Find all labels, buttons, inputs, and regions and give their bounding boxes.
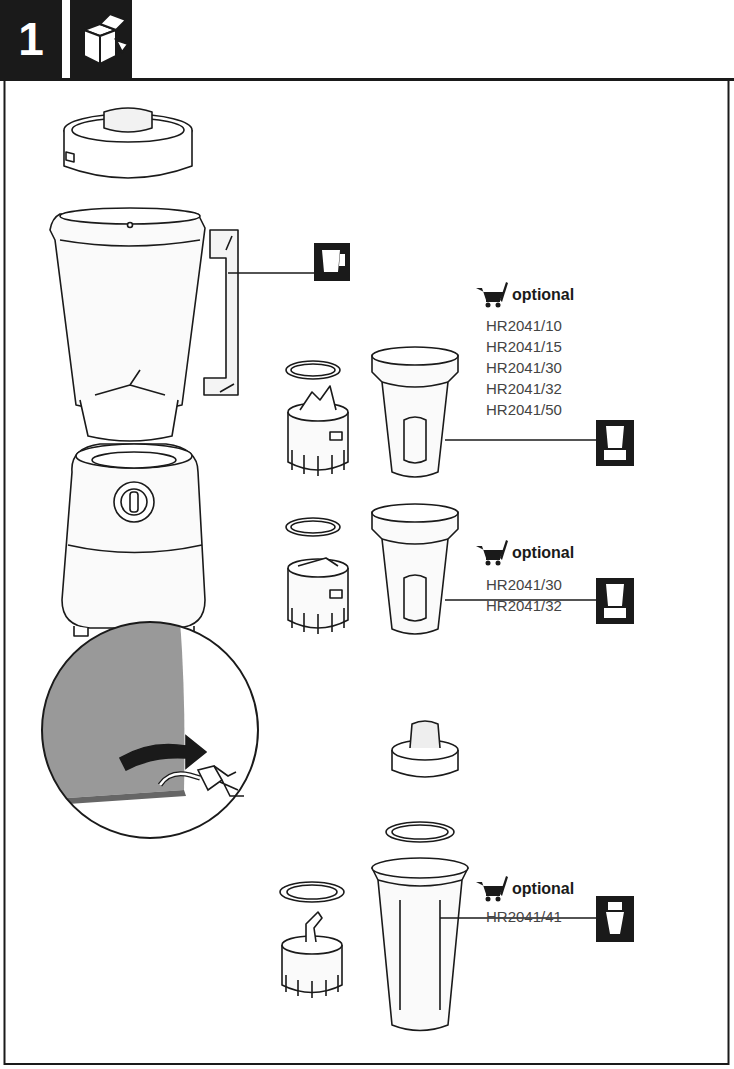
step-number: 1 (18, 16, 44, 62)
optional-note: optional (512, 881, 574, 897)
model-number: HR2041/10 (486, 318, 562, 333)
optional-note: optional (512, 287, 574, 303)
step-number-box: 1 (0, 0, 62, 78)
model-number: HR2041/32 (486, 598, 562, 613)
model-number: HR2041/30 (486, 577, 562, 592)
optional-note: optional (512, 545, 574, 561)
model-number: HR2041/15 (486, 339, 562, 354)
model-number: HR2041/30 (486, 360, 562, 375)
model-number: HR2041/41 (486, 909, 562, 924)
model-number: HR2041/32 (486, 381, 562, 396)
model-number: HR2041/50 (486, 402, 562, 417)
